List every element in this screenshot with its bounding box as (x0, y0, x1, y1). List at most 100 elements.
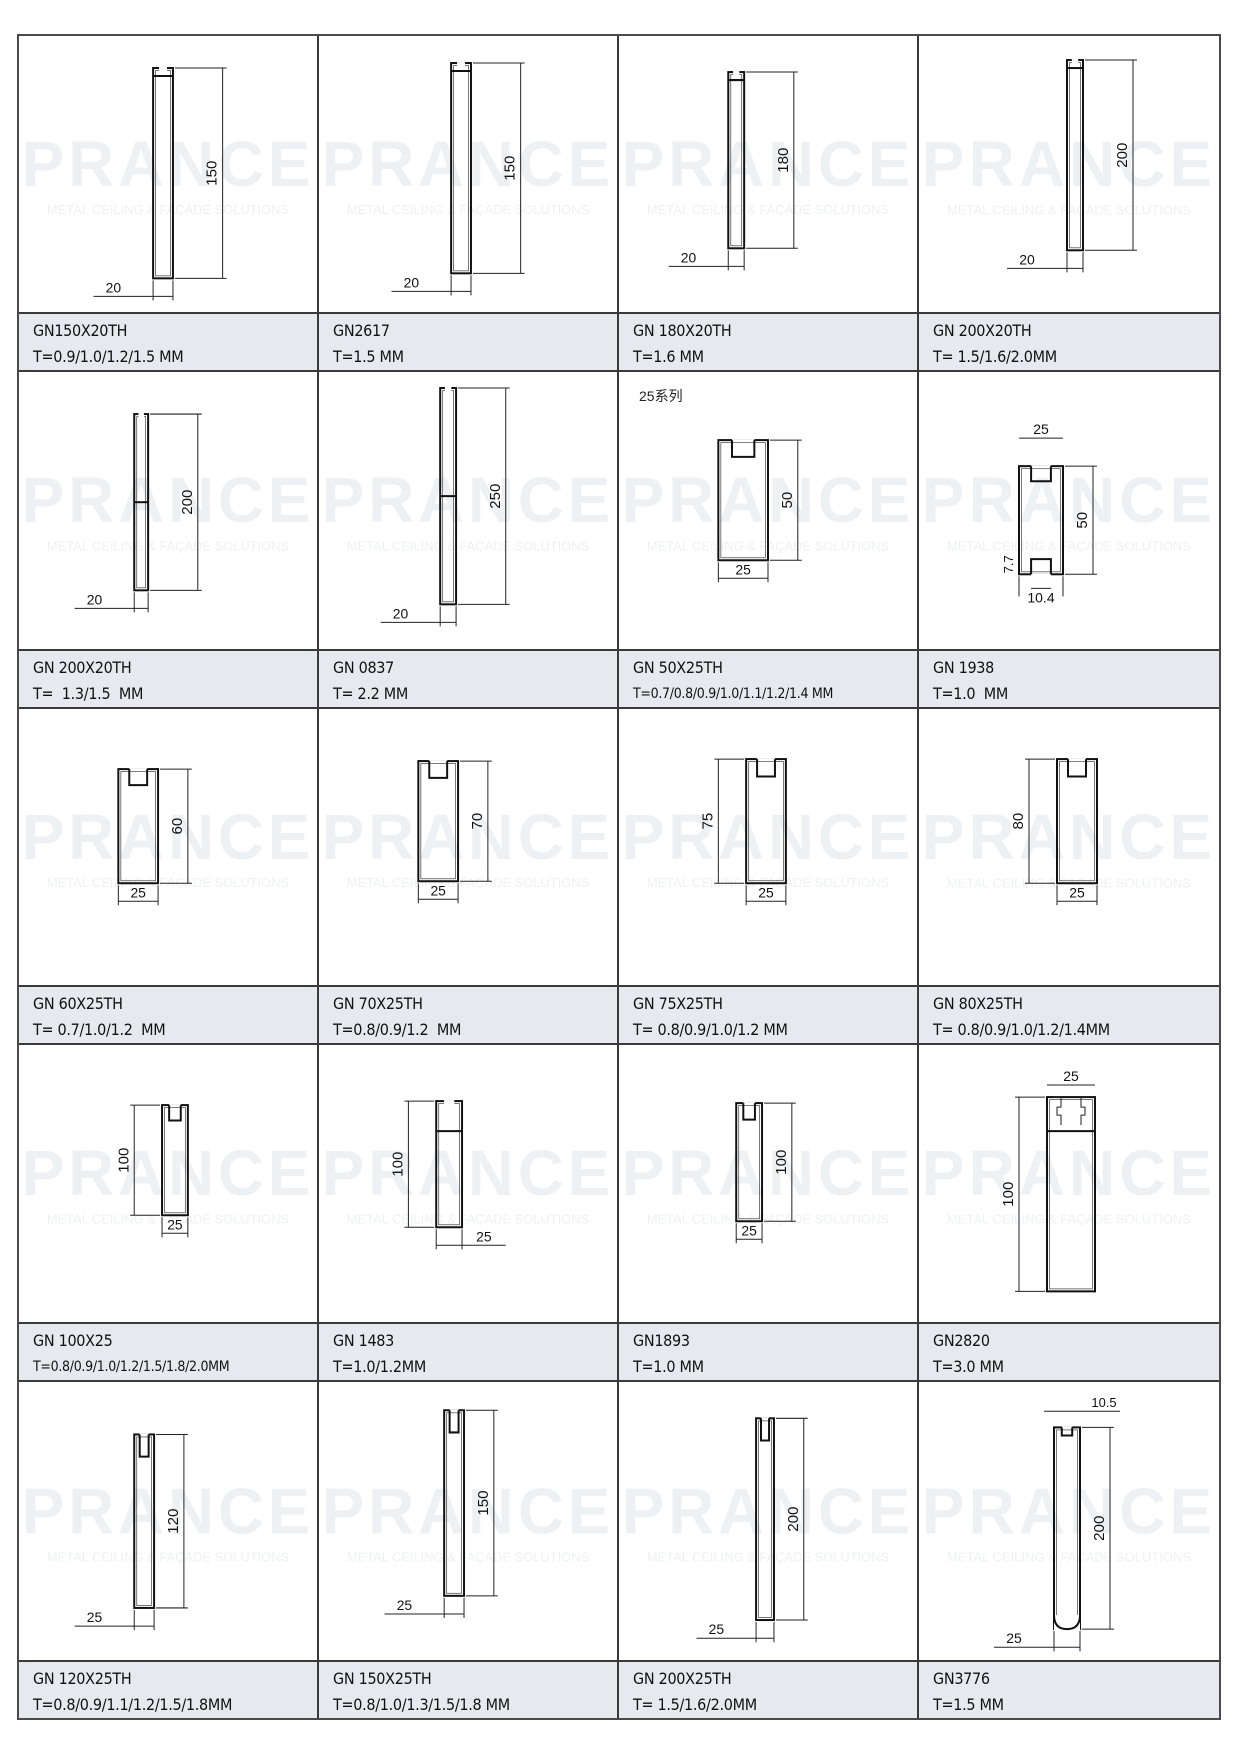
watermark-brand: PRANCE (622, 128, 914, 200)
height-dimension: 70 (469, 813, 486, 830)
profile-thickness: T=1.6 MM (633, 347, 704, 367)
height-dimension: 80 (1010, 813, 1027, 830)
profile-name: GN 180X20TH (633, 321, 732, 341)
watermark-tagline: METAL CEILING & FAÇADE SOLUTIONS (347, 1549, 590, 1564)
profile-thickness: T=1.0 MM (633, 1356, 704, 1376)
profile-drawing: PRANCE METAL CEILING & FAÇADE SOLUTIONS 12… (19, 1381, 317, 1660)
watermark-tagline: METAL CEILING & FAÇADE SOLUTIONS (47, 1211, 290, 1226)
height-dimension: 120 (165, 1508, 182, 1533)
profile-label: GN 180X20TH T=1.6 MM (619, 312, 917, 371)
profile-name: GN 120X25TH (33, 1668, 132, 1688)
profile-thickness: T= 1.5/1.6/2.0MM (633, 1694, 757, 1714)
width-dimension: 25 (1063, 1068, 1079, 1084)
watermark-brand: PRANCE (322, 1474, 614, 1547)
width-dimension: 25 (167, 1216, 183, 1232)
width-dimension: 25 (758, 884, 774, 900)
profile-card: PRANCE METAL CEILING & FAÇADE SOLUTIONS 20… (19, 372, 319, 709)
width-dimension: 25 (709, 1621, 725, 1637)
height-dimension: 100 (389, 1152, 406, 1177)
watermark-tagline: METAL CEILING & FAÇADE SOLUTIONS (347, 539, 590, 554)
profile-name: GN 50X25TH (633, 657, 723, 677)
profile-thickness: T=1.5 MM (933, 1694, 1004, 1714)
profile-label: GN 70X25TH T=0.8/0.9/1.2 MM (319, 985, 617, 1044)
watermark-brand: PRANCE (322, 464, 614, 536)
profile-name: GN 1483 (333, 1330, 395, 1350)
width-dimension: 25 (476, 1228, 492, 1244)
profile-name: GN150X20TH (33, 321, 128, 341)
watermark-tagline: METAL CEILING & FAÇADE SOLUTIONS (347, 875, 590, 890)
width-dimension: 20 (87, 592, 103, 608)
height-dimension: 50 (1074, 512, 1091, 529)
profile-thickness: T= 1.5/1.6/2.0MM (933, 347, 1057, 367)
profile-thickness: T=0.9/1.0/1.2/1.5 MM (33, 347, 184, 367)
watermark-brand: PRANCE (22, 1474, 314, 1547)
profile-thickness: T=3.0 MM (933, 1356, 1004, 1376)
width-dimension: 20 (1019, 251, 1035, 267)
profile-name: GN2820 (933, 1330, 990, 1350)
profile-card: PRANCE METAL CEILING & FAÇADE SOLUTIONS 50… (919, 372, 1219, 709)
profile-section-diagram: PRANCE METAL CEILING & FAÇADE SOLUTIONS 12… (22, 1433, 314, 1630)
profile-label: GN 200X25TH T= 1.5/1.6/2.0MM (619, 1659, 917, 1718)
watermark-brand: PRANCE (322, 1137, 614, 1209)
height-dimension: 50 (779, 492, 796, 509)
watermark-tagline: METAL CEILING & FAÇADE SOLUTIONS (47, 875, 290, 890)
width-dimension: 20 (106, 279, 122, 295)
watermark-tagline: METAL CEILING & FAÇADE SOLUTIONS (647, 1549, 890, 1564)
width-dimension: 25 (735, 562, 751, 578)
width-dimension: 20 (393, 606, 409, 622)
profile-name: GN2617 (333, 321, 390, 341)
watermark-brand: PRANCE (22, 128, 314, 200)
width-dimension: 25 (741, 1222, 757, 1238)
profile-name: GN 70X25TH (333, 994, 423, 1014)
width-dimension: 20 (404, 274, 420, 290)
height-dimension: 75 (699, 813, 716, 830)
profile-name: GN 200X25TH (633, 1668, 732, 1688)
watermark-brand: PRANCE (622, 464, 914, 536)
watermark-brand: PRANCE (22, 464, 314, 536)
watermark-brand: PRANCE (322, 128, 614, 200)
watermark-tagline: METAL CEILING & FAÇADE SOLUTIONS (47, 1549, 290, 1564)
watermark-brand: PRANCE (922, 801, 1216, 873)
watermark-tagline: METAL CEILING & FAÇADE SOLUTIONS (947, 1211, 1191, 1226)
watermark-brand: PRANCE (922, 465, 1216, 537)
width-dimension: 25 (397, 1596, 413, 1612)
watermark-tagline: METAL CEILING & FAÇADE SOLUTIONS (47, 539, 290, 554)
watermark-tagline: METAL CEILING & FAÇADE SOLUTIONS (947, 539, 1191, 554)
slot-width-dimension: 10.5 (1091, 1395, 1116, 1410)
profile-name: GN 150X25TH (333, 1668, 432, 1688)
height-dimension: 200 (179, 490, 196, 515)
profile-thickness: T=0.8/0.9/1.2 MM (333, 1020, 462, 1040)
profile-drawing: PRANCE METAL CEILING & FAÇADE SOLUTIONS 20… (19, 372, 317, 649)
profile-thickness: T=1.5 MM (333, 347, 404, 367)
watermark-tagline: METAL CEILING & FAÇADE SOLUTIONS (647, 1211, 890, 1226)
watermark-tagline: METAL CEILING & FAÇADE SOLUTIONS (47, 202, 290, 217)
